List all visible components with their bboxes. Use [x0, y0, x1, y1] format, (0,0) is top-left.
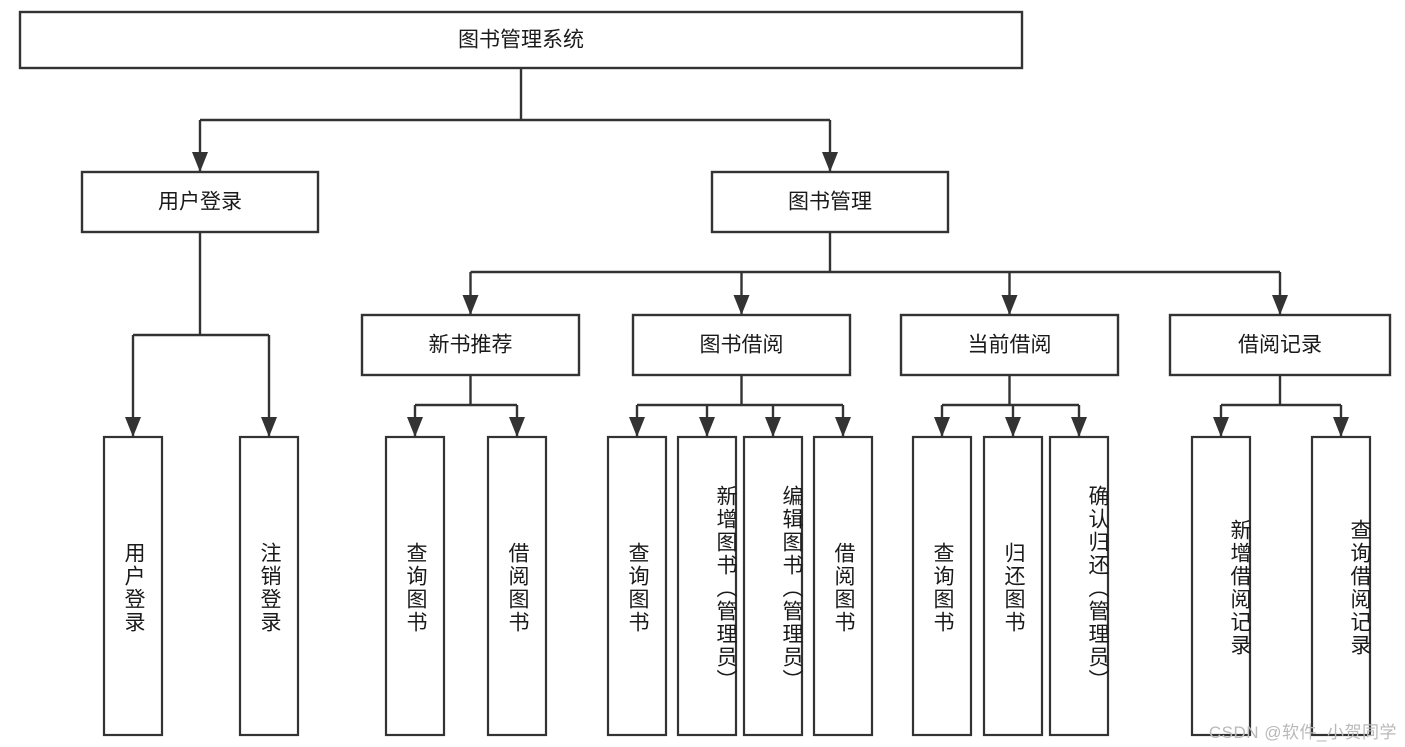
node-box-l-query-book-2[interactable] — [606, 435, 668, 737]
arrow-l_borrow_book_1 — [509, 417, 525, 437]
arrow-l_query_book_1 — [407, 417, 423, 437]
node-label-n-new-rec: 新书推荐 — [429, 334, 513, 357]
node-box-n-new-rec[interactable] — [360, 313, 581, 377]
node-label-n-user-login: 用户登录 — [158, 191, 242, 214]
arrow-l_return_book — [1005, 417, 1021, 437]
node-box-l-add-record[interactable] — [1190, 435, 1252, 737]
arrow-l_add_book — [699, 417, 715, 437]
node-box-l-user-login[interactable] — [102, 435, 164, 737]
node-label-root: 图书管理系统 — [458, 29, 584, 52]
arrow-n_current — [1001, 295, 1018, 315]
node-box-l-borrow-book-1[interactable] — [486, 435, 548, 737]
arrow-l_query_book_3 — [934, 417, 950, 437]
connectors-layer — [125, 68, 1349, 437]
node-label-n-borrow: 图书借阅 — [700, 334, 784, 357]
node-box-l-edit-book[interactable] — [742, 435, 804, 737]
arrow-l_confirm_return — [1071, 417, 1087, 437]
node-box-n-book-mgmt[interactable] — [710, 170, 950, 234]
node-label-n-current: 当前借阅 — [968, 334, 1052, 357]
arrow-n_records — [1272, 295, 1288, 315]
arrow-l_user_login — [125, 417, 141, 437]
arrow-l_add_record — [1213, 417, 1229, 437]
node-box-n-user-login[interactable] — [80, 170, 320, 234]
nodes-layer — [18, 10, 1392, 737]
node-box-l-confirm-return[interactable] — [1048, 435, 1110, 737]
node-box-n-current[interactable] — [899, 313, 1120, 377]
node-box-n-borrow[interactable] — [631, 313, 852, 377]
node-label-n-records: 借阅记录 — [1238, 334, 1322, 357]
arrow-l_edit_book — [765, 417, 781, 437]
node-label-n-book-mgmt: 图书管理 — [788, 191, 872, 214]
node-box-n-records[interactable] — [1168, 313, 1392, 377]
node-box-l-query-book-1[interactable] — [384, 435, 446, 737]
arrow-n_user_login — [192, 152, 208, 172]
node-box-l-query-record[interactable] — [1310, 435, 1372, 737]
arrow-l_borrow_book_2 — [835, 417, 851, 437]
node-box-l-logout[interactable] — [238, 435, 300, 737]
node-box-l-borrow-book-2[interactable] — [812, 435, 874, 737]
node-box-l-return-book[interactable] — [982, 435, 1044, 737]
watermark-text: CSDN @软件_小贺同学 — [1208, 723, 1397, 742]
arrow-n_book_mgmt — [822, 152, 838, 172]
arrow-n_borrow — [733, 295, 750, 315]
node-box-l-query-book-3[interactable] — [911, 435, 973, 737]
arrow-l_logout — [261, 417, 277, 437]
arrow-l_query_book_2 — [629, 417, 645, 437]
node-box-l-add-book[interactable] — [676, 435, 738, 737]
node-box-root[interactable] — [18, 10, 1024, 70]
arrow-n_new_rec — [462, 295, 479, 315]
arrow-l_query_record — [1333, 417, 1349, 437]
